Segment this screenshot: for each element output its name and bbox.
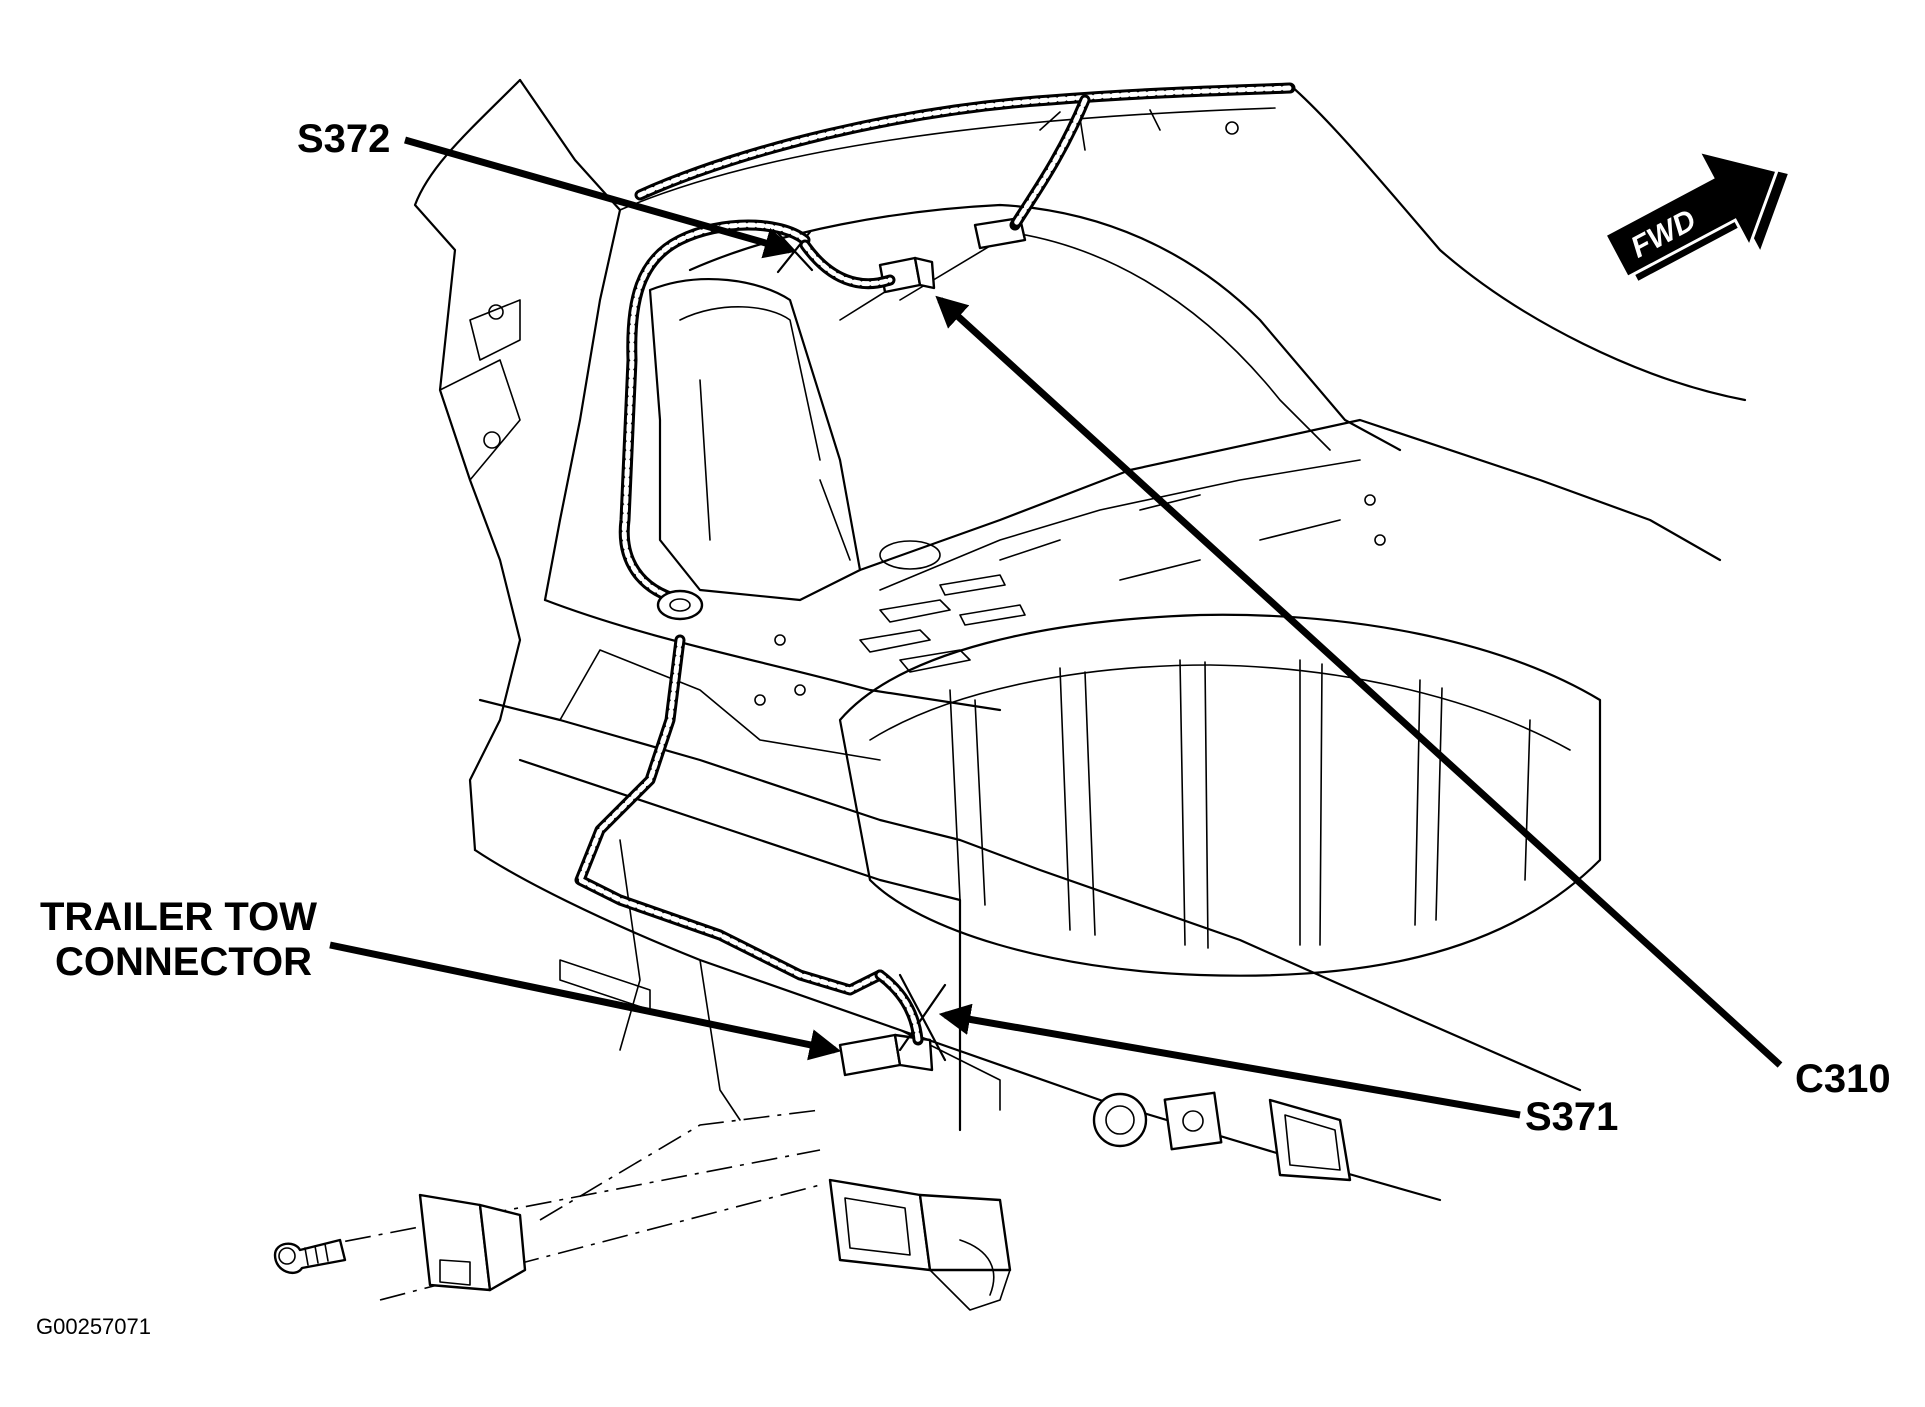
- callout-trailer-tow-line2: CONNECTOR: [55, 940, 312, 984]
- callout-trailer-tow-line1: TRAILER TOW: [40, 895, 317, 939]
- wiring-harness: [574, 82, 1296, 1046]
- callout-leaders: [329, 136, 1783, 1119]
- leader-s371: [938, 1003, 1521, 1119]
- callout-s371: S371: [1525, 1095, 1618, 1139]
- figure-id: G00257071: [36, 1314, 151, 1339]
- callout-s372: S372: [297, 117, 390, 161]
- leader-c310: [935, 295, 1783, 1068]
- leader-trailer-tow-connector: [329, 941, 842, 1061]
- forward-direction-arrow: FWD: [1602, 148, 1788, 281]
- leader-s372: [404, 136, 797, 259]
- callout-c310: C310: [1795, 1057, 1891, 1101]
- vehicle-rear-body-drawing: [273, 78, 1747, 1311]
